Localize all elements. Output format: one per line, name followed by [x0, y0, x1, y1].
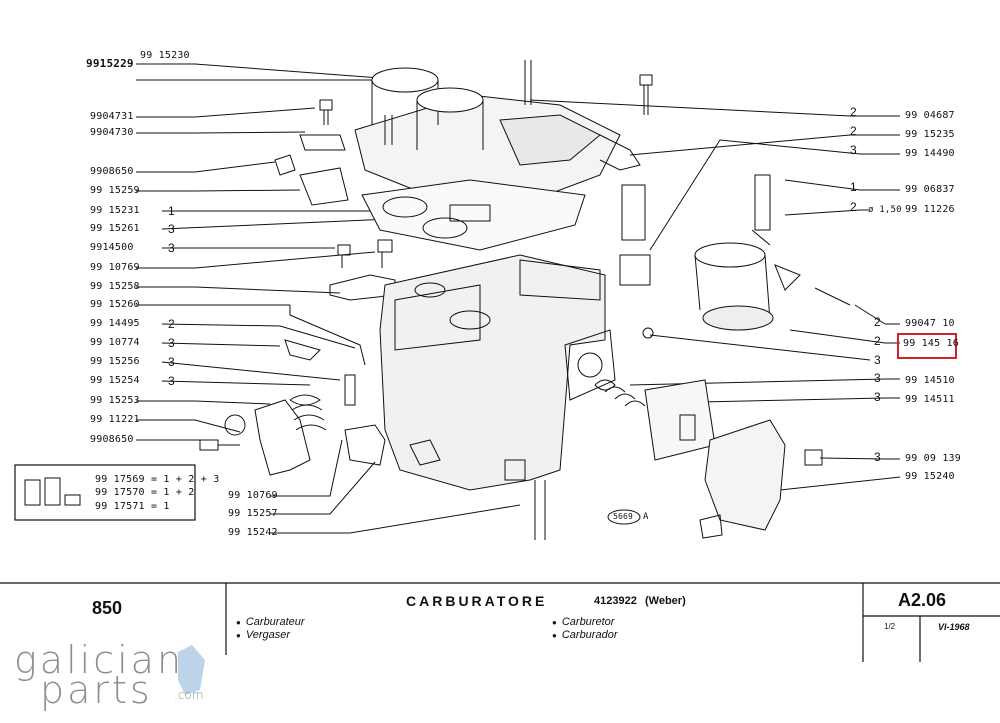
- quantity: 2: [168, 317, 175, 331]
- part-number: 99 04687: [905, 110, 955, 121]
- quantity: 3: [874, 450, 881, 464]
- model-number: 850: [92, 598, 123, 618]
- kit-line: 99 17570 = 1 + 2: [95, 487, 195, 498]
- quantity: 1: [168, 204, 175, 218]
- quantity: 3: [874, 390, 881, 404]
- part-number: 99 15261: [90, 223, 140, 234]
- translation-en: Carburetor: [552, 616, 615, 628]
- kit-line: 99 17569 = 1 + 2 + 3: [95, 474, 220, 485]
- part-number: 99 14490: [905, 148, 955, 159]
- part-number: 99 06837: [905, 184, 955, 195]
- page-code: A2.06: [898, 590, 947, 610]
- part-number: 99 15231: [90, 205, 140, 216]
- part-number: 99 14495: [90, 318, 140, 329]
- part-number: 9914500: [90, 242, 134, 253]
- part-number: 9908650: [90, 166, 134, 177]
- part-number: 99 09 139: [905, 453, 961, 464]
- part-number: 99 15259: [90, 185, 140, 196]
- quantity: 3: [850, 143, 857, 157]
- part-number: 99 15240: [905, 471, 955, 482]
- drawing-code-badge: 5669: [613, 512, 634, 521]
- quantity: 3: [874, 371, 881, 385]
- quantity: 3: [168, 222, 175, 236]
- quantity: 3: [168, 336, 175, 350]
- part-number: 99 14511: [905, 394, 955, 405]
- part-number: 99 15254: [90, 375, 140, 386]
- maker: (Weber): [645, 595, 686, 607]
- part-number: 99 15260: [90, 299, 140, 310]
- part-number: 99 10774: [90, 337, 140, 348]
- part-number: 99 15257: [228, 508, 278, 519]
- quantity: 3: [168, 241, 175, 255]
- quantity: 2: [850, 200, 857, 214]
- part-number: 99 15235: [905, 129, 955, 140]
- part-number: 99 15253: [90, 395, 140, 406]
- kit-line: 99 17571 = 1: [95, 501, 170, 512]
- logo-suffix: .com: [174, 688, 204, 702]
- page-title: CARBURATORE: [406, 593, 548, 609]
- quantity: 2: [850, 105, 857, 119]
- quantity: 3: [874, 353, 881, 367]
- translation-de: Vergaser: [236, 629, 290, 641]
- part-number: 9915229: [86, 57, 134, 70]
- logo-line2: parts: [40, 668, 153, 712]
- part-number: 99 15242: [228, 527, 278, 538]
- translation-es: Carburador: [552, 629, 618, 641]
- quantity: 2: [874, 315, 881, 329]
- quantity: 3: [168, 355, 175, 369]
- part-number: 99 10769: [228, 490, 278, 501]
- translation-fr: Carburateur: [236, 616, 305, 628]
- part-number: 99 15256: [90, 356, 140, 367]
- quantity: 2: [850, 124, 857, 138]
- diameter-note: ø 1,50: [868, 205, 902, 215]
- part-number: 99 15258: [90, 281, 140, 292]
- part-number: 99 11226: [905, 204, 955, 215]
- part-number: 99047 10: [905, 318, 955, 329]
- part-number: 99 10769: [90, 262, 140, 273]
- quantity: 3: [168, 374, 175, 388]
- highlight-box: [897, 333, 957, 359]
- part-number: 9904730: [90, 127, 134, 138]
- part-number: 99 14510: [905, 375, 955, 386]
- date: VI-1968: [938, 622, 970, 632]
- part-number-highlighted[interactable]: 99 145 16: [903, 338, 959, 349]
- part-number: 99 11221: [90, 414, 140, 425]
- logo-line1: galician: [14, 638, 185, 682]
- part-number: 99 15230: [140, 50, 190, 61]
- part-reference: 4123922: [594, 595, 637, 607]
- quantity: 2: [874, 334, 881, 348]
- quantity: 1: [850, 180, 857, 194]
- drawing-code-letter: A: [643, 512, 649, 522]
- part-number: 9904731: [90, 111, 134, 122]
- part-number: 9908650: [90, 434, 134, 445]
- sheet-number: 1/2: [884, 622, 896, 631]
